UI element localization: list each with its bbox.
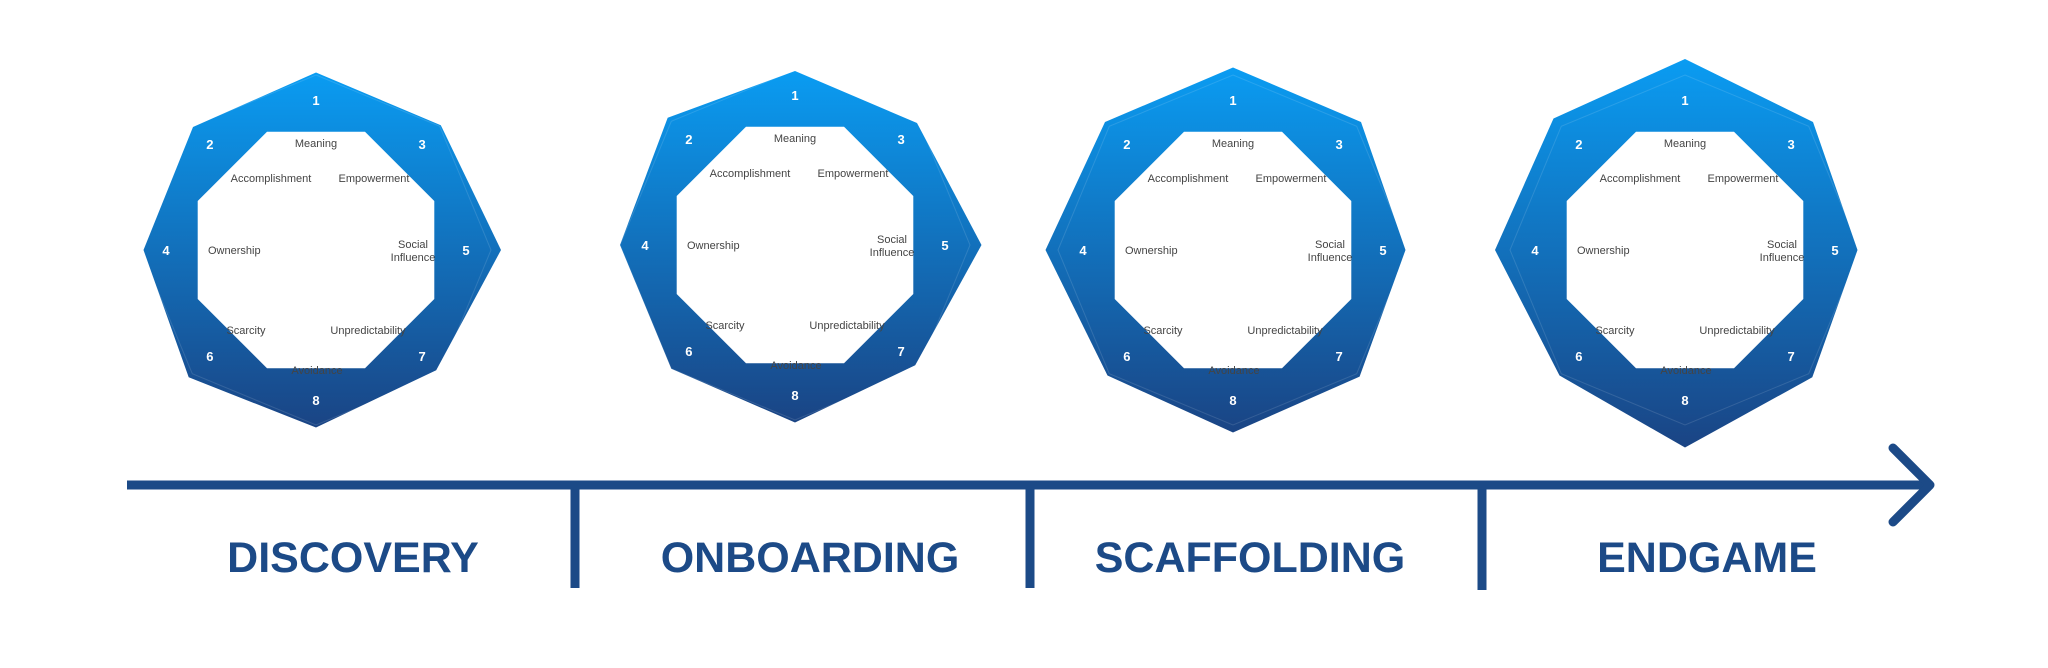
- core-octagon: [1114, 131, 1352, 369]
- drive-label-5-line-2: Influence: [1308, 252, 1353, 264]
- drive-label-3: Empowerment: [1256, 173, 1327, 185]
- drive-number-5: 5: [941, 238, 948, 253]
- core-octagon: [676, 126, 914, 364]
- drive-label-7: Unpredictability: [1699, 325, 1775, 337]
- drive-label-5-line-1: Social: [1315, 239, 1345, 251]
- drive-number-2: 2: [1123, 137, 1130, 152]
- drive-label-1: Meaning: [774, 133, 816, 145]
- drive-label-4: Ownership: [208, 245, 261, 257]
- drive-number-1: 1: [312, 93, 319, 108]
- phase-label-scaffolding: SCAFFOLDING: [1095, 534, 1406, 582]
- drive-label-5-line-1: Social: [877, 234, 907, 246]
- drive-label-5-line-2: Influence: [870, 247, 915, 259]
- drive-label-4: Ownership: [1577, 245, 1630, 257]
- drive-label-4: Ownership: [1125, 245, 1178, 257]
- reference-octagon: [1509, 74, 1861, 426]
- drive-label-3: Empowerment: [339, 173, 410, 185]
- drive-number-6: 6: [1575, 349, 1582, 364]
- drive-label-6: Scarcity: [226, 325, 266, 337]
- drive-label-3: Empowerment: [1708, 173, 1779, 185]
- drive-label-4: Ownership: [687, 240, 740, 252]
- drive-label-5-line-2: Influence: [391, 252, 436, 264]
- drive-label-2: Accomplishment: [231, 173, 312, 185]
- drive-label-8: Avoidance: [770, 360, 821, 372]
- drive-label-1: Meaning: [1212, 138, 1254, 150]
- drive-number-5: 5: [1831, 243, 1838, 258]
- drive-label-5-line-1: Social: [1767, 239, 1797, 251]
- drive-number-3: 3: [1787, 137, 1794, 152]
- drive-number-8: 8: [1681, 393, 1688, 408]
- drive-label-2: Accomplishment: [1148, 173, 1229, 185]
- drive-label-6: Scarcity: [705, 320, 745, 332]
- drive-label-5-line-2: Influence: [1760, 252, 1805, 264]
- drive-number-6: 6: [206, 349, 213, 364]
- drive-number-5: 5: [1379, 243, 1386, 258]
- drive-number-8: 8: [791, 388, 798, 403]
- drive-label-8: Avoidance: [291, 365, 342, 377]
- drive-number-3: 3: [1335, 137, 1342, 152]
- drive-label-6: Scarcity: [1595, 325, 1635, 337]
- drive-number-7: 7: [897, 344, 904, 359]
- drive-label-8: Avoidance: [1660, 365, 1711, 377]
- timeline: [127, 443, 1935, 590]
- drive-label-2: Accomplishment: [1600, 173, 1681, 185]
- drive-label-1: Meaning: [295, 138, 337, 150]
- drive-label-6: Scarcity: [1143, 325, 1183, 337]
- drive-number-4: 4: [1079, 243, 1087, 258]
- reference-octagon: [619, 69, 971, 421]
- drive-number-2: 2: [685, 132, 692, 147]
- core-octagon: [1566, 131, 1804, 369]
- drive-label-1: Meaning: [1664, 138, 1706, 150]
- drive-number-7: 7: [1787, 349, 1794, 364]
- core-octagon: [197, 131, 435, 369]
- drive-label-7: Unpredictability: [809, 320, 885, 332]
- drive-label-7: Unpredictability: [330, 325, 406, 337]
- drive-number-7: 7: [1335, 349, 1342, 364]
- drive-label-7: Unpredictability: [1247, 325, 1323, 337]
- phase-label-onboarding: ONBOARDING: [661, 534, 960, 582]
- drive-label-8: Avoidance: [1208, 365, 1259, 377]
- drive-number-2: 2: [206, 137, 213, 152]
- drive-label-2: Accomplishment: [710, 168, 791, 180]
- drive-number-6: 6: [1123, 349, 1130, 364]
- drive-number-7: 7: [418, 349, 425, 364]
- drive-number-8: 8: [1229, 393, 1236, 408]
- drive-number-1: 1: [1681, 93, 1688, 108]
- drive-label-5-line-1: Social: [398, 239, 428, 251]
- timeline-arrow-head: [1888, 443, 1935, 527]
- phase-label-endgame: ENDGAME: [1597, 534, 1817, 582]
- drive-number-2: 2: [1575, 137, 1582, 152]
- drive-number-8: 8: [312, 393, 319, 408]
- drive-number-3: 3: [418, 137, 425, 152]
- drive-number-4: 4: [1531, 243, 1539, 258]
- reference-octagon: [1057, 74, 1409, 426]
- reference-octagon: [140, 74, 492, 426]
- drive-number-4: 4: [162, 243, 170, 258]
- drive-number-3: 3: [897, 132, 904, 147]
- drive-label-3: Empowerment: [818, 168, 889, 180]
- phase-labels: DISCOVERY ONBOARDING SCAFFOLDING ENDGAME: [227, 534, 1817, 582]
- drive-number-4: 4: [641, 238, 649, 253]
- drive-number-1: 1: [1229, 93, 1236, 108]
- drive-number-6: 6: [685, 344, 692, 359]
- drive-number-1: 1: [791, 88, 798, 103]
- phase-label-discovery: DISCOVERY: [227, 534, 479, 582]
- drive-number-5: 5: [462, 243, 469, 258]
